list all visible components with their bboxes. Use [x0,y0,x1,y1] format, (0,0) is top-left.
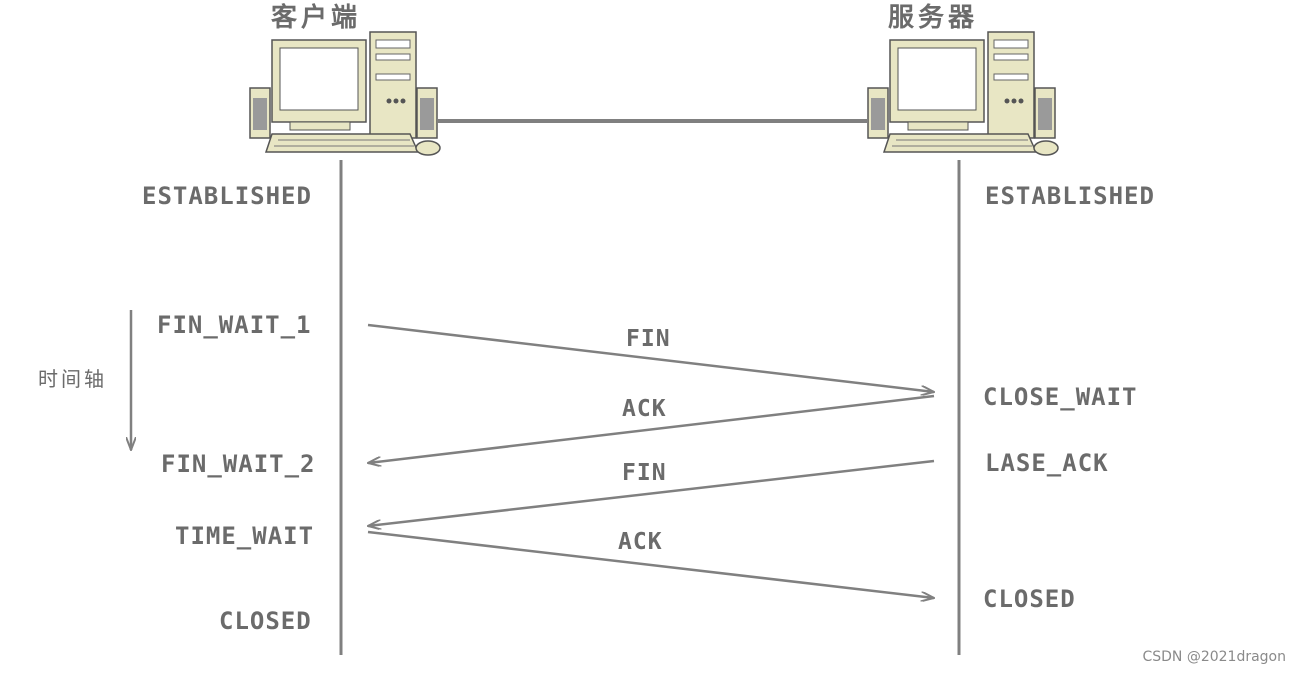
server-state-established: ESTABLISHED [985,182,1155,210]
client-state-time-wait: TIME_WAIT [175,522,315,550]
message-arrow-ack-1 [368,394,935,463]
server-state-last-ack: LASE_ACK [985,449,1109,477]
client-state-established: ESTABLISHED [142,182,312,210]
message-label-fin-1: FIN [626,326,671,352]
message-label-ack-2: ACK [618,529,663,555]
client-state-closed: CLOSED [219,607,312,635]
client-computer-icon [249,31,441,156]
watermark: CSDN @2021dragon [1142,649,1286,665]
message-arrow-fin-2 [368,459,935,526]
server-state-closed: CLOSED [983,585,1076,613]
message-label-ack-1: ACK [622,396,667,422]
client-title: 客户端 [271,3,362,33]
message-label-fin-2: FIN [622,460,667,486]
server-computer-icon [867,31,1059,156]
message-arrow-fin-1 [367,323,934,392]
timeline-label: 时间轴 [38,367,107,391]
client-state-fin-wait-2: FIN_WAIT_2 [161,450,316,478]
message-arrow-ack-2 [367,530,934,598]
server-title: 服务器 [888,3,979,33]
server-state-close-wait: CLOSE_WAIT [983,383,1138,411]
client-state-fin-wait-1: FIN_WAIT_1 [157,311,312,339]
